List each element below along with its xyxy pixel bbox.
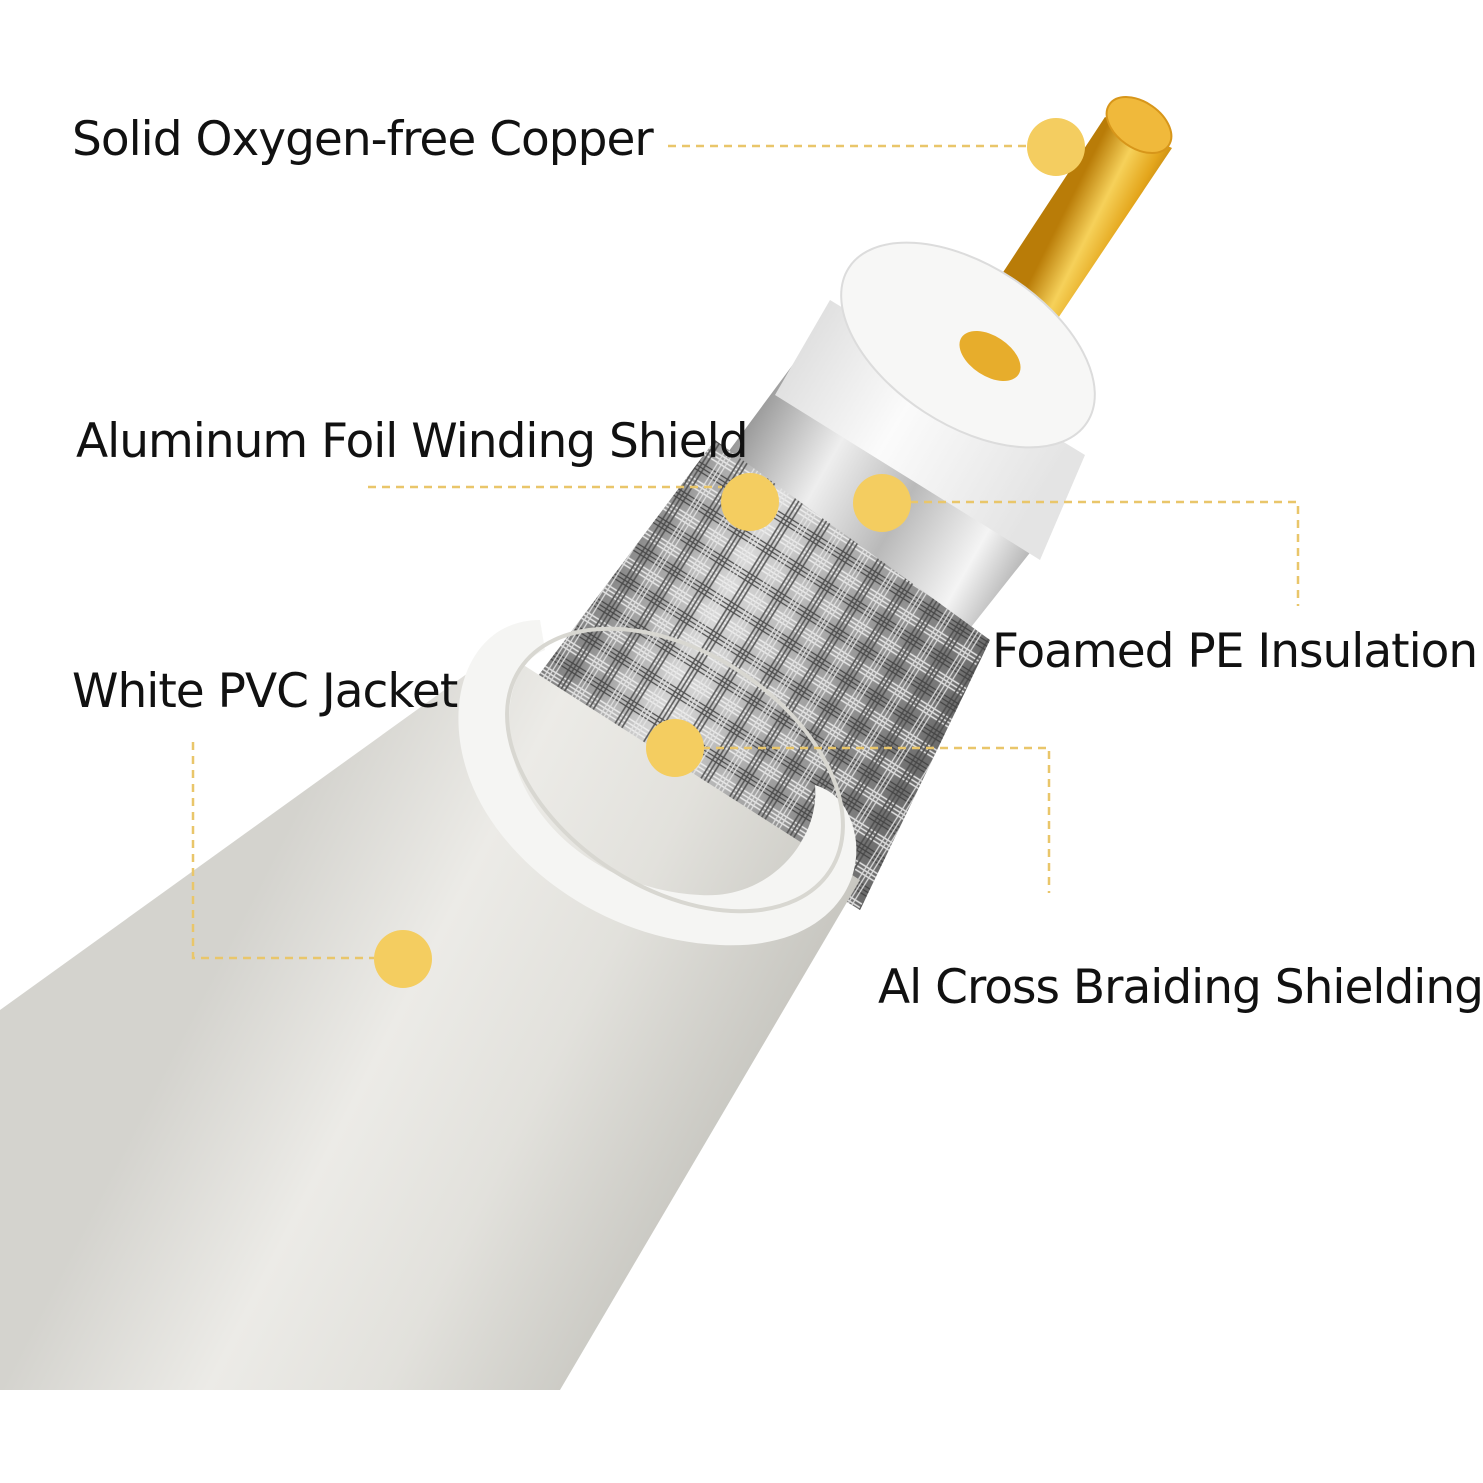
label-pvc-jacket: White PVC Jacket — [72, 664, 458, 719]
marker-foam — [853, 474, 911, 532]
leader-lines — [191, 144, 1300, 960]
pvc-jacket — [0, 620, 860, 1390]
braid-shield — [520, 440, 990, 910]
marker-braid — [646, 719, 704, 777]
leader-line-braid — [702, 746, 1051, 893]
marker-jacket — [374, 930, 432, 988]
label-braid-shield: Al Cross Braiding Shielding — [878, 960, 1483, 1015]
label-foil-shield: Aluminum Foil Winding Shield — [76, 414, 749, 469]
label-copper-conductor: Solid Oxygen-free Copper — [72, 112, 654, 167]
leader-line-foam — [910, 500, 1300, 606]
label-pe-insulation: Foamed PE Insulation — [992, 624, 1478, 679]
markers — [374, 118, 1085, 988]
marker-foil — [721, 473, 779, 531]
leader-line-jacket — [191, 742, 374, 960]
marker-copper — [1027, 118, 1085, 176]
